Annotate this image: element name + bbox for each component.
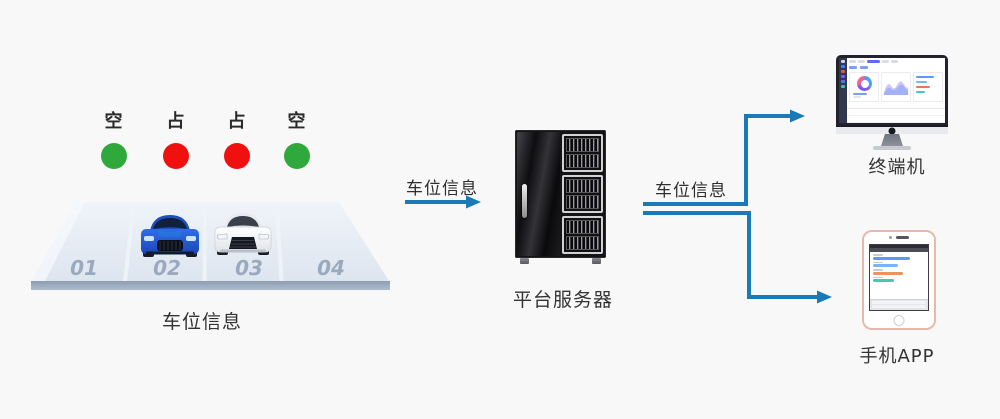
phone-icon [862, 230, 936, 330]
dashboard-table [847, 108, 945, 123]
parking-lot: 01 02 03 04 [31, 202, 390, 290]
lane-divider [123, 207, 136, 281]
camera-dot-icon [888, 127, 896, 134]
monitor-stand [881, 134, 903, 146]
status-indicator-1: 空 [94, 110, 134, 173]
status-label: 空 [104, 111, 124, 132]
parking-caption: 车位信息 [161, 311, 242, 333]
lot-surface [32, 202, 389, 281]
flow-label-parking-to-server: 车位信息 [406, 179, 478, 199]
home-button-icon [893, 315, 905, 326]
status-label: 空 [287, 111, 307, 132]
bar-list-card [913, 72, 943, 102]
server-drive-bays [562, 134, 603, 254]
monitor-base [873, 146, 911, 150]
dashboard-tabs [849, 60, 898, 63]
app-keyboard-area [870, 299, 928, 310]
phone-label: 手机APP [859, 346, 935, 367]
speaker-icon [896, 236, 909, 239]
monitor-icon [836, 55, 948, 150]
server-foot [592, 258, 601, 264]
monitor-chin [836, 125, 948, 134]
server-icon [515, 130, 606, 264]
status-label: 占 [227, 111, 247, 132]
donut-chart-icon [857, 76, 872, 91]
lane-number: 04 [317, 256, 345, 280]
status-indicator-3: 占 [217, 110, 257, 173]
dashboard-sidebar [839, 58, 847, 123]
car-white-icon [214, 213, 272, 255]
lane-divider [202, 207, 207, 281]
phone-earpiece [864, 236, 934, 239]
status-indicator-4: 空 [277, 110, 317, 173]
occupied-dot-icon [163, 143, 189, 169]
lot-left-highlight [32, 202, 85, 281]
phone-screen [869, 244, 929, 311]
monitor-frame [836, 55, 948, 125]
occupied-dot-icon [224, 143, 250, 169]
lane-divider [275, 207, 284, 281]
server-handle [522, 184, 527, 218]
lane-number: 02 [153, 256, 181, 280]
server-cabinet [515, 130, 606, 258]
dashboard-filter-chips [849, 66, 868, 69]
car-blue-icon [141, 215, 199, 257]
status-indicator-2: 占 [156, 110, 196, 173]
server-door [517, 132, 560, 256]
free-dot-icon [101, 143, 127, 169]
line-chart-card [881, 72, 911, 102]
free-dot-icon [284, 143, 310, 169]
status-label: 占 [166, 111, 186, 132]
lane-number: 03 [235, 256, 263, 280]
terminal-label: 终端机 [868, 157, 926, 178]
lane-number: 01 [70, 256, 98, 280]
monitor-screen [839, 58, 945, 123]
arrowhead-icon [817, 290, 832, 304]
flow-label-server-to-clients: 车位信息 [655, 181, 727, 201]
dashboard-content [847, 58, 945, 123]
app-nav-bar [870, 248, 928, 252]
donut-chart-card [849, 72, 879, 102]
arrowhead-icon [790, 109, 805, 123]
camera-dot-icon [889, 236, 892, 239]
server-label: 平台服务器 [512, 289, 613, 311]
server-foot [520, 258, 529, 264]
lot-curb [31, 281, 390, 290]
flow-arrow-server-to-phone [643, 211, 818, 299]
phone-status-bar [870, 245, 928, 248]
